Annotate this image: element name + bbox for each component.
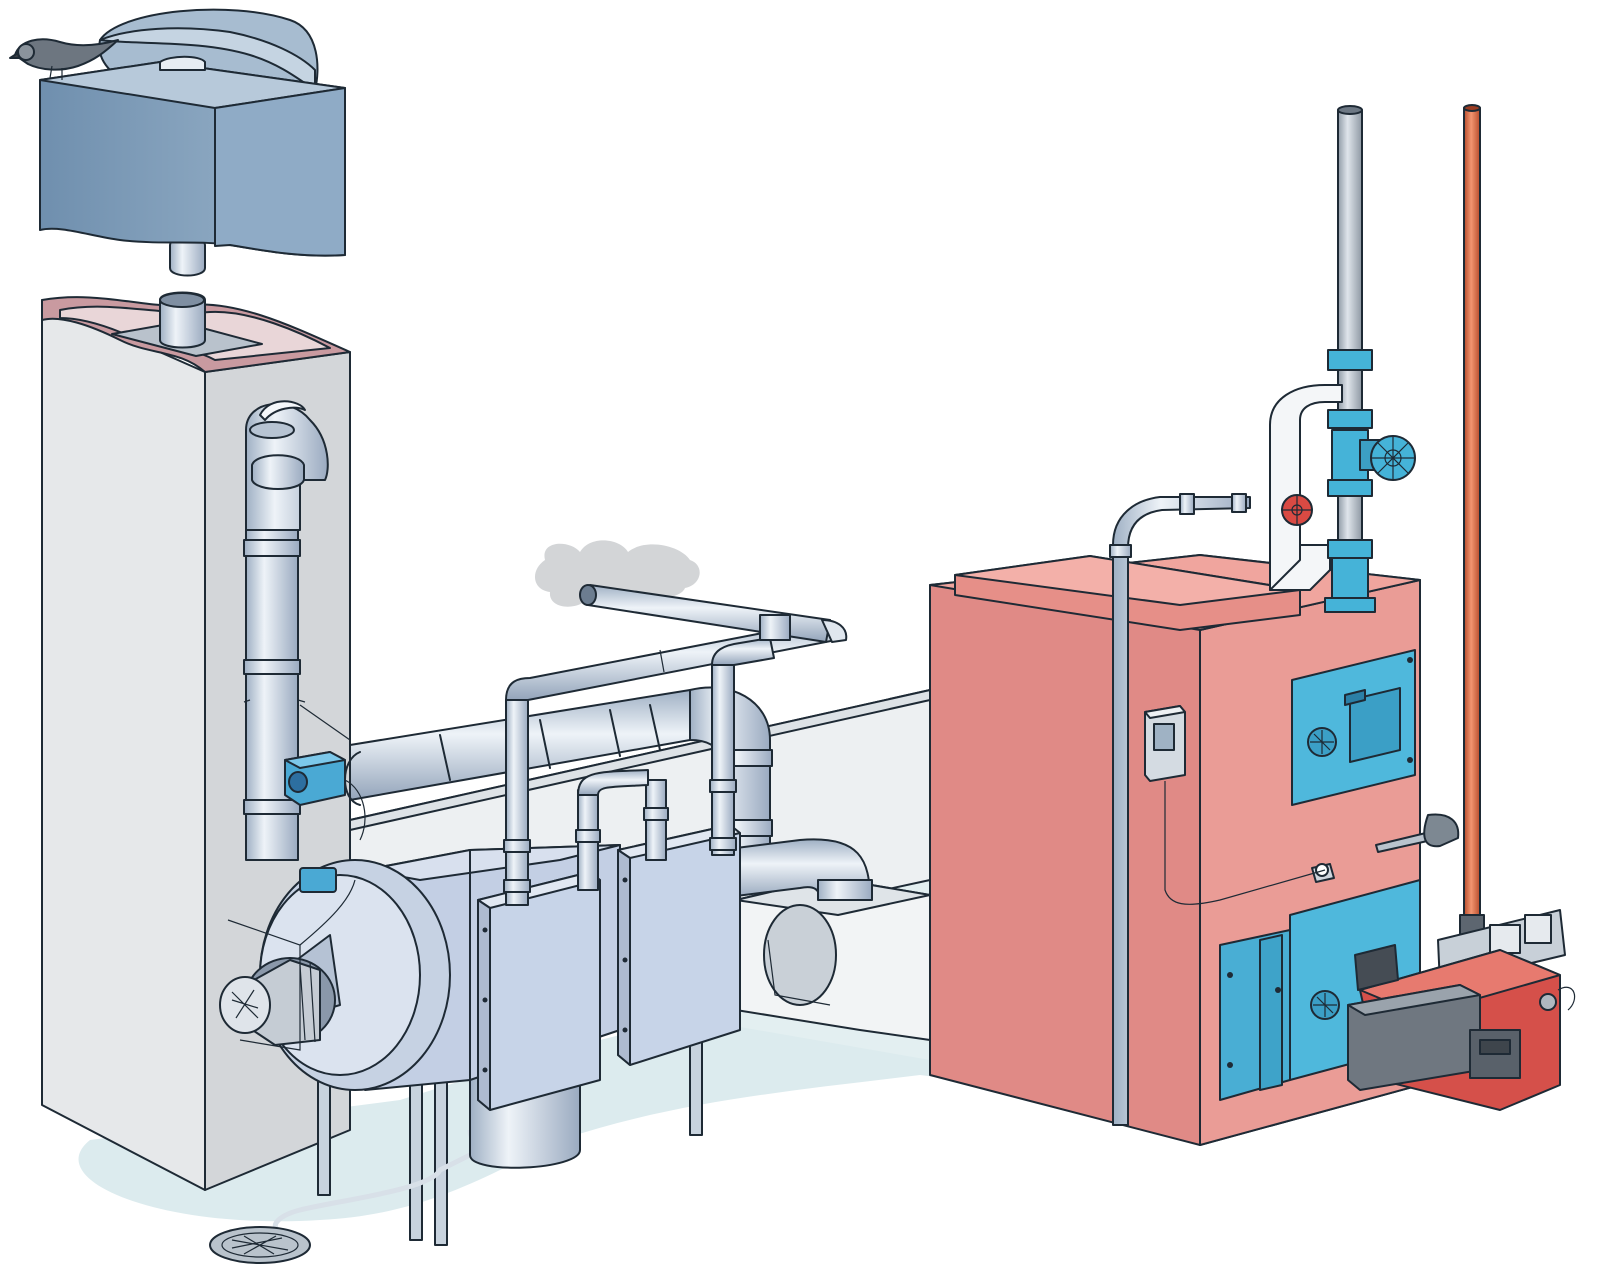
heat-exchanger-icon (477, 871, 601, 1111)
oil-burner-icon (1347, 909, 1576, 1111)
valve-wheel-icon (1370, 435, 1416, 481)
vent-pipes (505, 584, 848, 701)
valve-wheel-icon (1307, 727, 1337, 757)
control-box-icon (1144, 705, 1326, 905)
smoke-puff-icon (534, 540, 700, 607)
pressure-sensor-icon (284, 751, 366, 841)
heat-exchanger-icon (617, 824, 741, 1066)
hot-pipe (1459, 104, 1485, 946)
valve-stack (1269, 105, 1416, 613)
valve-wheel-icon (1281, 494, 1313, 526)
riser-pipes (503, 664, 737, 906)
chimney-cowl-icon (39, 8, 346, 277)
front-conduit (1109, 493, 1251, 1126)
bird-icon (9, 38, 119, 80)
equipment-plinth (735, 877, 931, 1041)
valve-wheel-icon (1310, 990, 1340, 1020)
fan-motor-icon (219, 859, 451, 1091)
exhaust-pipe-icon (243, 400, 351, 861)
